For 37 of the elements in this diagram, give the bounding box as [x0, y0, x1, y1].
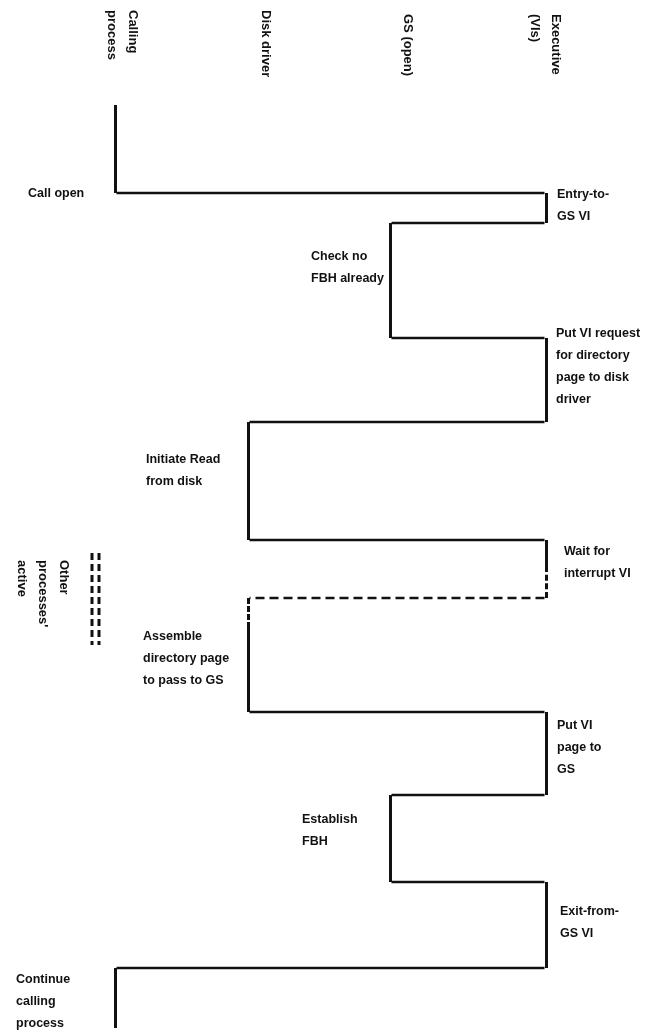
trace-line	[249, 538, 545, 542]
step-label: Put VI request for directory page to disk driver	[556, 325, 642, 408]
step-label: Wait for interrupt VI	[564, 543, 632, 582]
activity-line	[544, 712, 548, 795]
activity-line	[544, 540, 548, 598]
step-label: Put VI page to GS	[557, 717, 603, 778]
activity-line	[113, 968, 117, 1028]
activity-line	[544, 338, 548, 422]
step-label: Exit-from- GS VI	[560, 903, 621, 942]
trace-line	[116, 191, 545, 195]
trace-line	[116, 966, 545, 970]
activity-line	[246, 422, 250, 540]
activity-line	[544, 882, 548, 968]
lane-header: Executive (VIs)	[527, 14, 565, 77]
trace-line	[391, 221, 545, 225]
step-label: Assemble directory page to pass to GS	[143, 628, 231, 689]
step-label: Establish FBH	[302, 811, 359, 850]
trace-line	[249, 596, 545, 600]
step-label: Initiate Read from disk	[146, 451, 222, 490]
step-label: Continue calling process	[16, 971, 72, 1032]
trace-line	[249, 710, 545, 714]
activity-line	[544, 193, 548, 223]
step-label: Call open	[28, 185, 86, 202]
lane-header: GS (open)	[400, 14, 417, 79]
activity-line	[388, 795, 392, 882]
activity-line	[113, 105, 117, 193]
step-label: Entry-to- GS VI	[557, 186, 611, 225]
activity-line	[246, 598, 250, 712]
lane-header: Calling process	[104, 10, 142, 62]
step-label: Check no FBH already	[311, 248, 385, 287]
side-note: Other processes' active	[14, 560, 73, 628]
trace-line	[391, 793, 545, 797]
trace-line	[391, 336, 545, 340]
trace-line	[249, 420, 545, 424]
activity-line	[388, 223, 392, 338]
lane-header: Disk driver	[258, 10, 275, 80]
trace-line	[391, 880, 545, 884]
